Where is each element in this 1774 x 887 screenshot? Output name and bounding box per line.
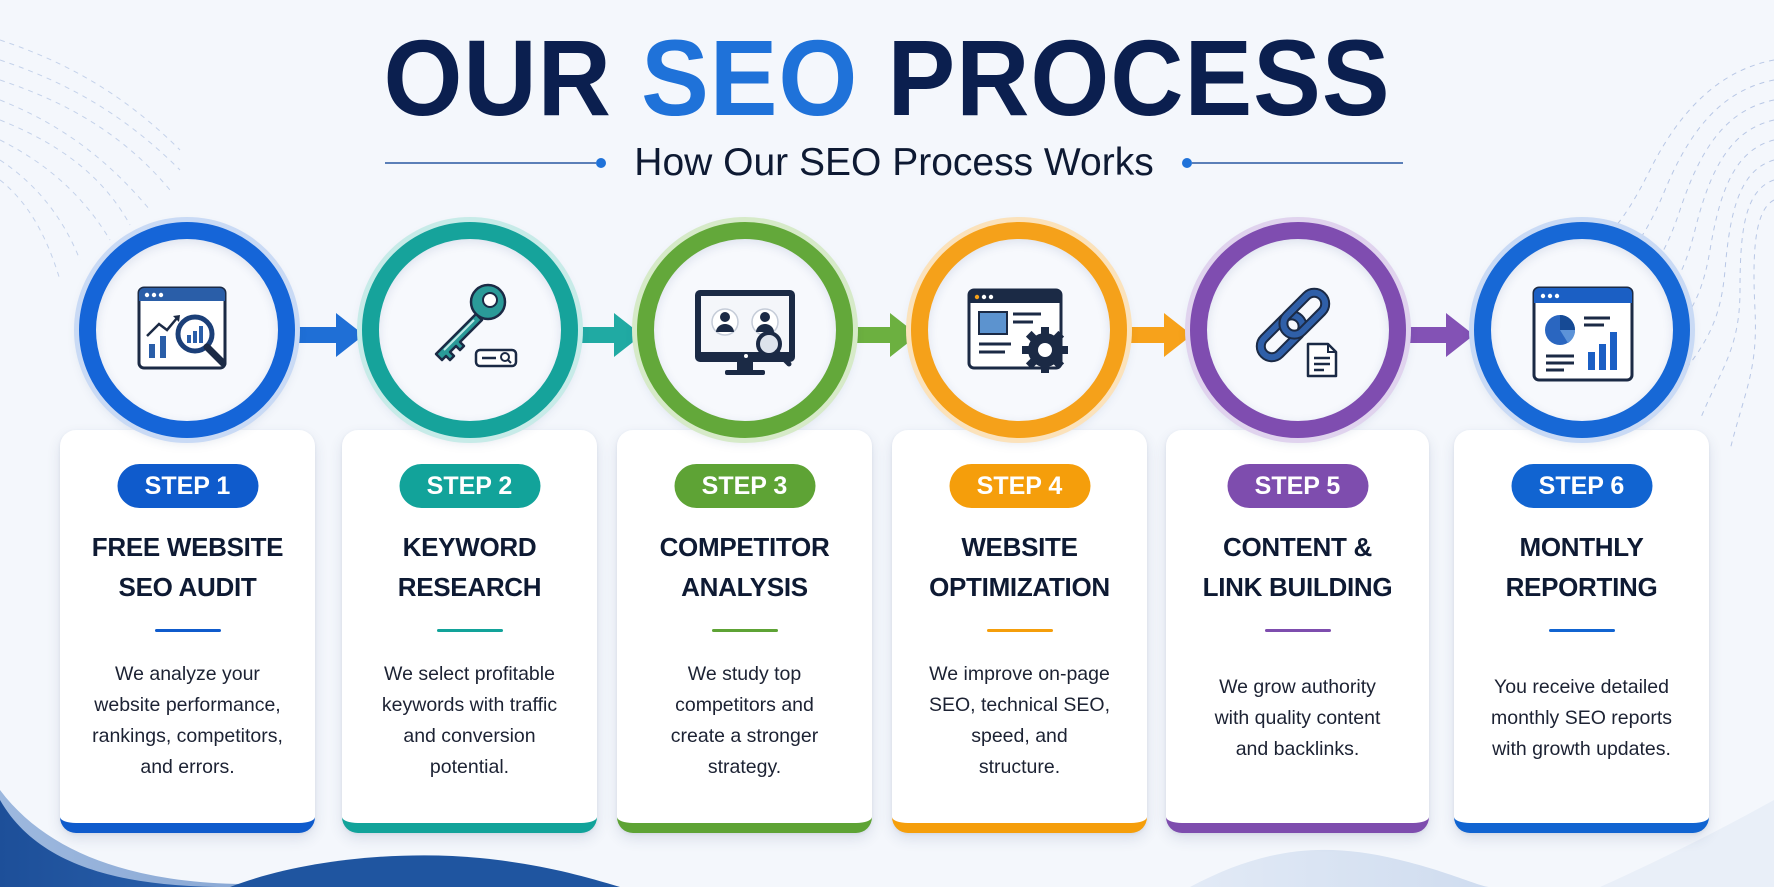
step-title-line: SEO AUDIT (118, 572, 257, 602)
step-description: We study top competitors and create a st… (627, 659, 862, 783)
step-title-line: OPTIMIZATION (929, 572, 1110, 602)
report-dashboard-icon (1532, 286, 1634, 382)
step-title: COMPETITOR ANALYSIS (617, 527, 872, 607)
step-card-4: STEP 4 WEBSITE OPTIMIZATION We improve o… (892, 430, 1147, 833)
step-card-5: STEP 5 CONTENT & LINK BUILDING We grow a… (1166, 430, 1429, 833)
step-description: You receive detailed monthly SEO reports… (1464, 672, 1699, 765)
desc-line: You receive detailed (1494, 676, 1669, 698)
step-2-icon-ring (362, 222, 578, 438)
step-badge: STEP 2 (399, 464, 540, 508)
title-word-seo: SEO (641, 17, 859, 138)
step-title: WEBSITE OPTIMIZATION (892, 527, 1147, 607)
desc-line: and conversion (403, 725, 536, 747)
desc-line: We select profitable (384, 663, 555, 685)
key-search-icon (434, 283, 518, 368)
subtitle-line-left (385, 162, 597, 164)
desc-line: create a stronger (670, 725, 819, 747)
chain-link-document-icon (1255, 287, 1338, 378)
desc-line: speed, and (971, 725, 1068, 747)
arrow-right-icon (1408, 313, 1474, 357)
arrow-right-icon (298, 313, 364, 357)
desc-line: We analyze your (115, 663, 260, 685)
step-divider (986, 629, 1053, 632)
step-description: We analyze your website performance, ran… (70, 659, 305, 783)
step-badge: STEP 3 (674, 464, 815, 508)
step-title: KEYWORD RESEARCH (342, 527, 597, 607)
step-card-6: STEP 6 MONTHLY REPORTING You receive det… (1454, 430, 1709, 833)
desc-line: rankings, competitors, (92, 725, 283, 747)
step-title-line: KEYWORD (402, 532, 537, 562)
step-title-line: LINK BUILDING (1202, 572, 1393, 602)
subtitle-dot-right (1181, 158, 1192, 168)
step-divider (154, 629, 221, 632)
step-title: CONTENT & LINK BUILDING (1166, 527, 1429, 607)
step-3-icon-ring (637, 222, 853, 438)
step-title-line: CONTENT & (1223, 532, 1372, 562)
page-subtitle: How Our SEO Process Works (634, 141, 1154, 184)
step-title-line: COMPETITOR (659, 532, 830, 562)
desc-line: with growth updates. (1492, 738, 1671, 760)
step-badge: STEP 4 (949, 464, 1090, 508)
title-word-process: PROCESS (887, 17, 1391, 138)
desc-line: We study top (687, 663, 802, 685)
desc-line: competitors and (675, 694, 814, 716)
arrow-right-icon (1126, 313, 1192, 357)
desc-line: and errors. (140, 756, 235, 778)
step-description: We select profitable keywords with traff… (352, 659, 587, 783)
step-title-line: FREE WEBSITE (91, 532, 284, 562)
subtitle-line-right (1191, 162, 1403, 164)
title-word-our: OUR (383, 17, 612, 138)
desc-line: We grow authority (1219, 676, 1376, 698)
step-title: FREE WEBSITE SEO AUDIT (60, 527, 315, 607)
step-badge: STEP 5 (1227, 464, 1368, 508)
step-divider (711, 629, 778, 632)
desc-line: structure. (978, 756, 1061, 778)
step-card-1: STEP 1 FREE WEBSITE SEO AUDIT We analyze… (60, 430, 315, 833)
step-title-line: ANALYSIS (681, 572, 808, 602)
step-title-line: RESEARCH (397, 572, 542, 602)
step-title-line: REPORTING (1505, 572, 1658, 602)
step-title-line: MONTHLY (1519, 532, 1644, 562)
step-1-icon-ring (79, 222, 295, 438)
desc-line: keywords with traffic (381, 694, 558, 716)
step-divider (1264, 629, 1331, 632)
desc-line: and backlinks. (1235, 738, 1360, 760)
step-description: We improve on-page SEO, technical SEO, s… (902, 659, 1137, 783)
step-card-2: STEP 2 KEYWORD RESEARCH We select profit… (342, 430, 597, 833)
webpage-gear-icon (967, 288, 1068, 373)
desc-line: We improve on-page (929, 663, 1110, 685)
step-divider (436, 629, 503, 632)
step-card-3: STEP 3 COMPETITOR ANALYSIS We study top … (617, 430, 872, 833)
step-divider (1548, 629, 1615, 632)
step-6-icon-ring (1474, 222, 1690, 438)
desc-line: website performance, (94, 694, 281, 716)
arrow-right-icon (852, 313, 918, 357)
step-badge: STEP 1 (117, 464, 258, 508)
subtitle-row: How Our SEO Process Works (385, 140, 1403, 186)
step-5-icon-ring (1190, 222, 1406, 438)
step-4-icon-ring (911, 222, 1127, 438)
arrow-right-icon (576, 313, 642, 357)
step-title-line: WEBSITE (961, 532, 1078, 562)
step-description: We grow authority with quality content a… (1176, 672, 1419, 765)
website-audit-magnifier-icon (137, 286, 227, 370)
monitor-users-magnifier-icon (695, 290, 795, 375)
subtitle-dot-left (596, 158, 607, 168)
page-title: OUR SEO PROCESS (53, 22, 1721, 134)
step-title: MONTHLY REPORTING (1454, 527, 1709, 607)
desc-line: monthly SEO reports (1491, 707, 1672, 729)
desc-line: strategy. (707, 756, 782, 778)
desc-line: SEO, technical SEO, (929, 694, 1110, 716)
desc-line: with quality content (1214, 707, 1381, 729)
step-badge: STEP 6 (1511, 464, 1652, 508)
desc-line: potential. (429, 756, 510, 778)
